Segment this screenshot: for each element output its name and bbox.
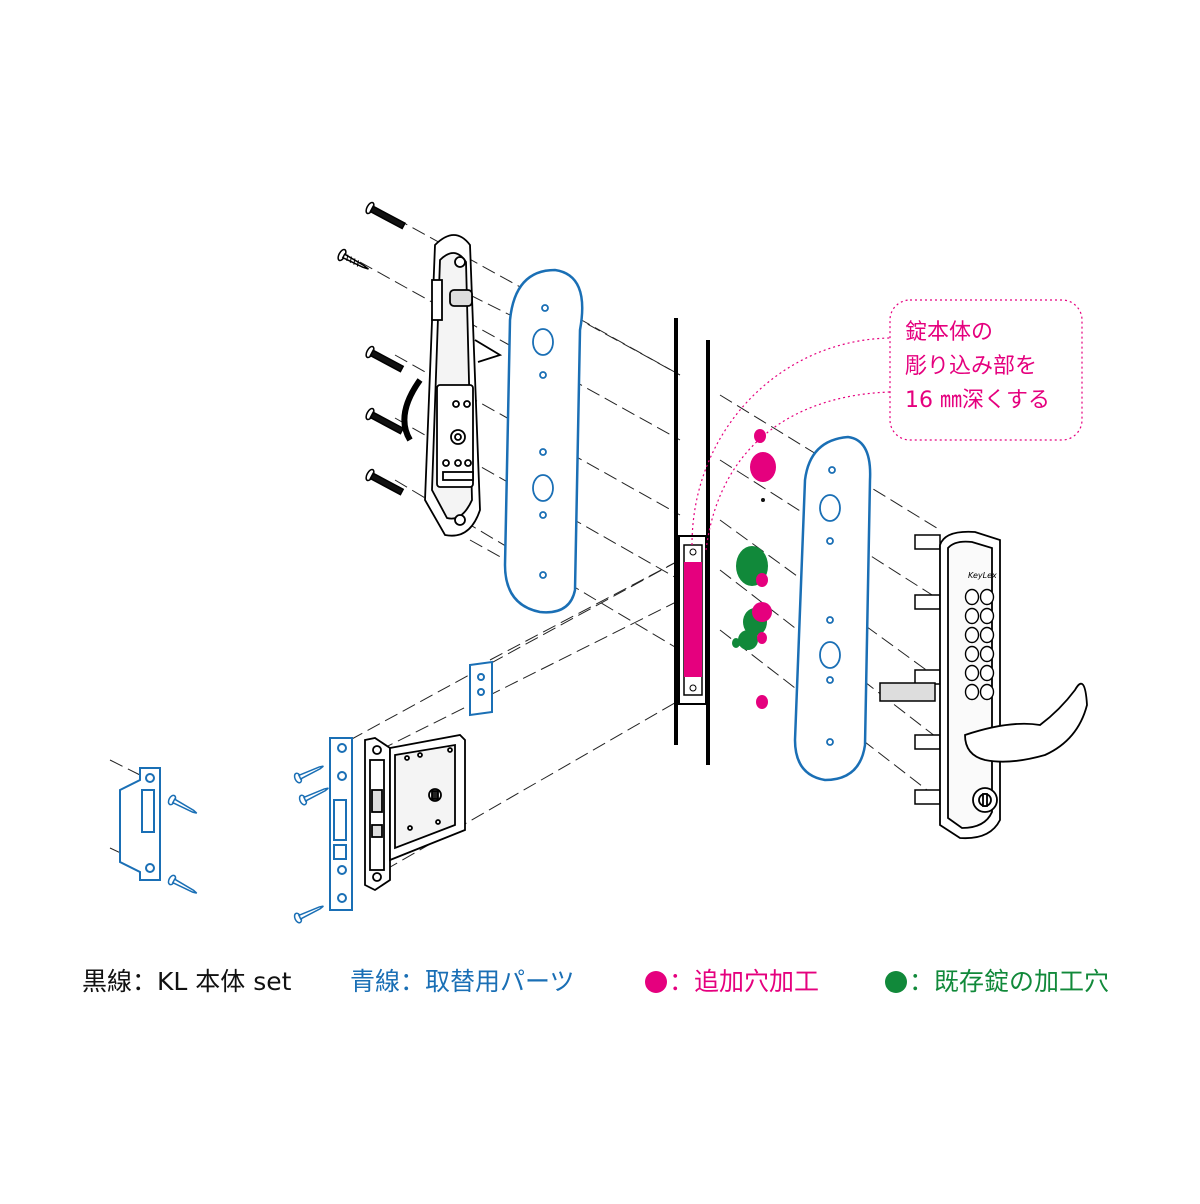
spacer-plate	[469, 660, 493, 717]
strike-plate	[119, 767, 161, 881]
keypad-button	[964, 607, 980, 625]
replacement-plate-front	[793, 435, 872, 782]
callout-bubble	[889, 299, 1083, 441]
callout-note: 錠本体の 彫り込み部を 16 ㎜深くする	[905, 316, 1075, 418]
door-section	[674, 318, 710, 765]
keypad-buttons	[964, 588, 995, 701]
mount-posts	[879, 534, 941, 805]
legend-pink: ：追加穴加工	[645, 962, 819, 998]
legend-blue-line: 青線：取替用パーツ	[350, 962, 575, 998]
legend-green: ：既存錠の加工穴	[885, 962, 1109, 998]
additional-holes-pink	[750, 429, 776, 709]
callout-line-1: 錠本体の	[905, 320, 994, 345]
svg-text:KeyLex: KeyLex	[968, 571, 997, 580]
legend-black-line: 黒線：KL 本体 set	[82, 962, 291, 998]
face-plate	[329, 737, 353, 911]
legend-green-label: ：既存錠の加工穴	[909, 967, 1110, 996]
keypad-button	[979, 683, 995, 701]
face-plate-screws	[293, 765, 329, 924]
replacement-plate-rear-holes	[532, 304, 554, 579]
strike-screws	[167, 794, 198, 894]
replacement-plate-front-holes	[819, 466, 841, 746]
keypad-button	[964, 626, 980, 644]
keypad-button	[964, 664, 980, 682]
keypad-button	[979, 664, 995, 682]
keypad-button	[964, 645, 980, 663]
legend-blue-line-label: 青線：取替用パーツ	[350, 967, 575, 996]
pink-dot-icon	[645, 971, 667, 993]
rear-handle	[401, 234, 503, 537]
callout-leaders	[691, 337, 891, 551]
mortise-lock-body	[364, 734, 466, 892]
keypad-button	[979, 607, 995, 625]
legend-pink-label: ：追加穴加工	[669, 967, 820, 996]
green-dot-icon	[885, 971, 907, 993]
rear-screws	[337, 201, 406, 496]
keypad-button	[964, 588, 980, 606]
callout-line-3: 16 ㎜深くする	[905, 388, 1050, 413]
keypad-button	[964, 683, 980, 701]
keypad-button	[979, 588, 995, 606]
legend-black-line-label: 黒線：KL 本体 set	[82, 967, 292, 996]
keypad-button	[979, 645, 995, 663]
callout-line-2: 彫り込み部を	[905, 354, 1038, 379]
mortise-pocket	[678, 535, 707, 705]
replacement-plate-rear	[503, 268, 584, 614]
keypad-button	[979, 626, 995, 644]
